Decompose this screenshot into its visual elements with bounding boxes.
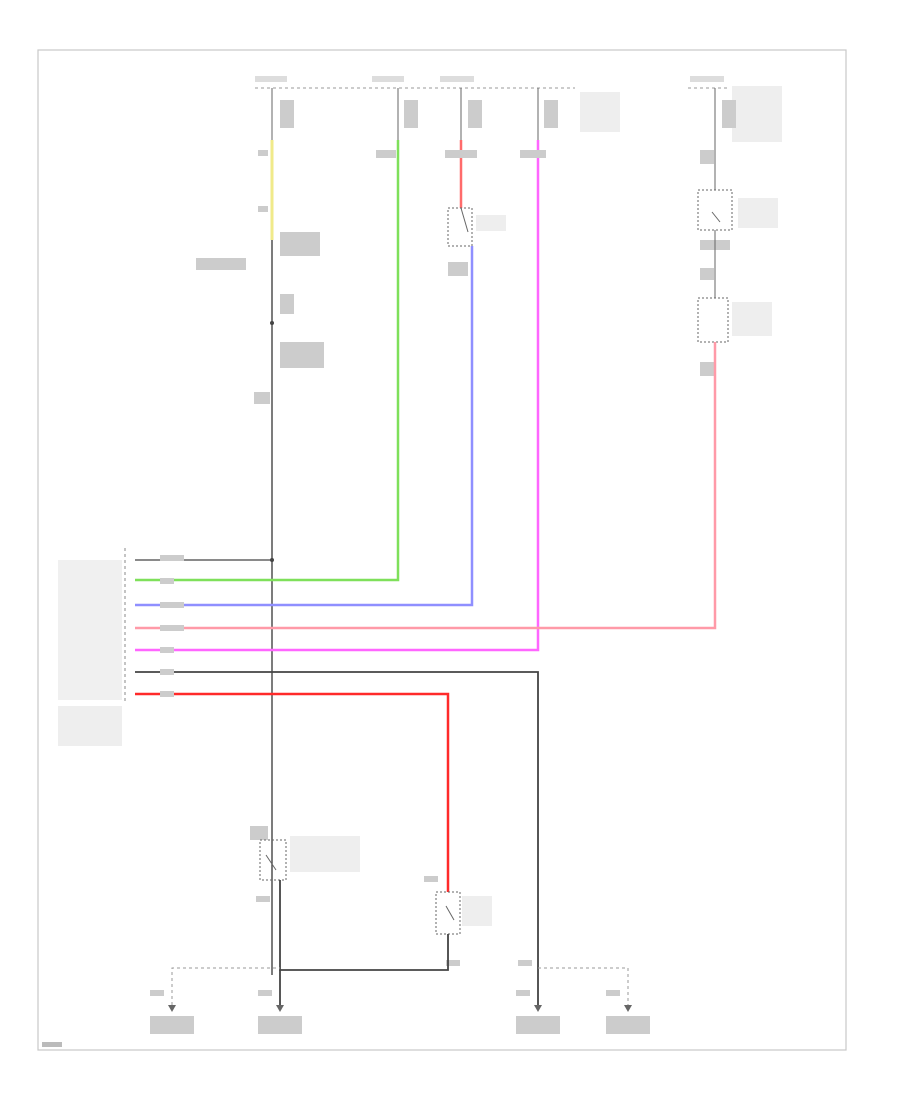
lower-left-wire-label <box>256 896 270 902</box>
right-column-label-2 <box>700 268 714 280</box>
fuse-block-3 <box>440 76 474 82</box>
lower-right-note <box>462 896 492 926</box>
ground-buses <box>171 967 629 1005</box>
fuse-block-1 <box>255 76 287 82</box>
ground-black-wire <box>135 671 539 1010</box>
combination-switch-note <box>738 198 778 228</box>
main-column-labels <box>196 150 324 404</box>
green-wire <box>135 140 400 582</box>
magenta-wire <box>135 140 540 652</box>
switch-icon <box>435 891 461 935</box>
splice-dot-icon <box>270 558 274 562</box>
fuse-note-1 <box>580 92 620 132</box>
fuse-block-4 <box>690 76 724 82</box>
switch-icon <box>447 207 473 247</box>
lower-right-wire-label <box>446 960 460 966</box>
module-wire-labels <box>160 555 184 697</box>
magenta-wire-label <box>520 150 546 158</box>
door-switch-wire-label <box>448 262 468 276</box>
lower-left-note <box>290 836 360 872</box>
ground-bus-label <box>518 960 532 966</box>
green-wire-label <box>376 150 396 158</box>
device-label <box>700 362 716 376</box>
right-wire-label <box>700 150 714 164</box>
fuse-labels <box>280 100 736 128</box>
switch-icon <box>697 189 733 231</box>
lower-right-label <box>424 876 438 882</box>
device-note <box>732 302 772 336</box>
module-connector <box>58 548 126 746</box>
ground-icon <box>168 1005 632 1012</box>
device-box <box>697 297 729 343</box>
switch-icon <box>259 839 287 881</box>
module-name <box>58 706 122 746</box>
module-labels <box>58 560 122 700</box>
reference-mark <box>42 1042 62 1047</box>
door-switch-label <box>445 150 477 158</box>
fuse-block-2 <box>372 76 404 82</box>
lower-left-label <box>250 826 268 840</box>
pink-wire <box>135 342 717 630</box>
fuse-drops <box>271 88 716 140</box>
door-switch-note <box>476 215 506 231</box>
ground-labels <box>150 990 650 1034</box>
fuse-blocks <box>255 76 782 142</box>
bright-red-wire <box>135 692 450 892</box>
diagram-frame <box>37 49 847 1051</box>
blue-wire <box>135 246 474 607</box>
ground-bar-left <box>279 880 449 971</box>
splice-dot-icon <box>270 321 274 325</box>
fuse-note-2 <box>732 86 782 142</box>
